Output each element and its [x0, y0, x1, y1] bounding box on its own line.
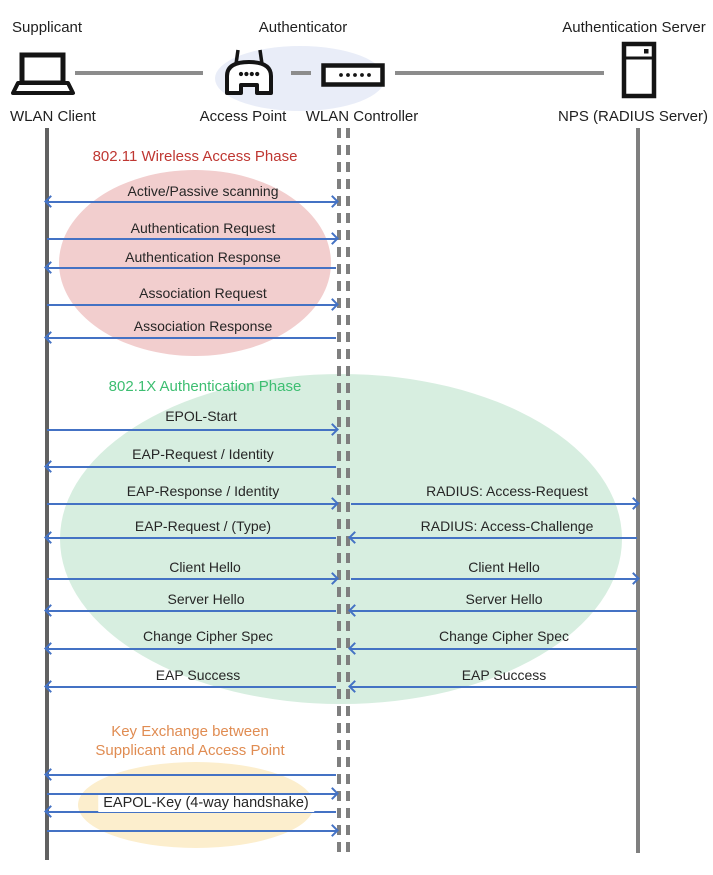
arrow-association-request — [47, 298, 339, 311]
arrow-authentication-response — [44, 261, 336, 274]
arrow-radius-access-challenge — [348, 531, 637, 544]
arrow-eap-success-left — [44, 680, 336, 693]
arrow-change-cipher-spec-left — [44, 642, 336, 655]
arrow-eap-success-right — [348, 680, 637, 693]
arrow-association-response — [44, 331, 336, 344]
label-eap-response-identity: EAP-Response / Identity — [126, 483, 280, 499]
label-eap-success-left: EAP Success — [155, 667, 241, 683]
label-server-hello-left: Server Hello — [167, 591, 245, 607]
phase1-title: 802.11 Wireless Access Phase — [92, 148, 298, 165]
arrow-server-hello-right — [348, 604, 637, 617]
node-wlan-controller: WLAN Controller — [305, 108, 419, 125]
label-client-hello-left: Client Hello — [169, 559, 241, 575]
phase2-ellipse — [60, 374, 622, 704]
link-controller-server — [395, 71, 604, 75]
label-eap-success-right: EAP Success — [461, 667, 547, 683]
arrow-eapol-key-2 — [47, 787, 339, 800]
label-eapol-key: EAPOL-Key (4-way handshake) — [98, 795, 314, 812]
arrow-eap-request-type — [44, 531, 336, 544]
arrow-change-cipher-spec-right — [348, 642, 637, 655]
node-nps-radius-server: NPS (RADIUS Server) — [557, 108, 709, 125]
lifeline-authenticator-2 — [346, 128, 350, 857]
arrow-eap-request-identity — [44, 460, 336, 473]
server-icon — [621, 41, 657, 99]
arrow-authentication-request — [47, 232, 339, 245]
role-authentication-server: Authentication Server — [562, 19, 706, 36]
node-access-point: Access Point — [199, 108, 287, 125]
lifeline-authenticator-1 — [337, 128, 341, 857]
arrow-client-hello-right — [351, 572, 640, 585]
label-active-passive-scanning: Active/Passive scanning — [127, 183, 279, 199]
access-point-icon — [225, 49, 273, 95]
label-epol-start: EPOL-Start — [165, 408, 237, 424]
lifeline-supplicant — [45, 128, 49, 860]
phase3-title-line2: Supplicant and Access Point — [95, 742, 285, 759]
label-eap-request-identity: EAP-Request / Identity — [132, 446, 274, 462]
phase3-title-line1: Key Exchange between — [111, 723, 269, 740]
arrow-radius-access-request — [351, 497, 640, 510]
laptop-icon — [11, 52, 75, 95]
arrow-eapol-key-4 — [47, 824, 339, 837]
role-supplicant: Supplicant — [12, 19, 83, 36]
label-authentication-request: Authentication Request — [130, 220, 276, 236]
arrow-active-passive-scanning — [44, 195, 339, 208]
arrow-eap-response-identity — [47, 497, 339, 510]
label-association-response: Association Response — [133, 318, 273, 334]
label-change-cipher-spec-left: Change Cipher Spec — [143, 628, 273, 644]
node-wlan-client: WLAN Client — [10, 108, 96, 125]
arrow-eapol-key-1 — [44, 768, 336, 781]
label-authentication-response: Authentication Response — [125, 249, 281, 265]
arrow-epol-start — [47, 423, 339, 436]
label-radius-access-request: RADIUS: Access-Request — [426, 483, 588, 499]
arrow-eapol-key-3 — [44, 805, 336, 818]
role-authenticator: Authenticator — [258, 19, 348, 36]
arrow-server-hello-left — [44, 604, 336, 617]
label-server-hello-right: Server Hello — [465, 591, 543, 607]
label-client-hello-right: Client Hello — [468, 559, 540, 575]
wlan-controller-icon — [321, 63, 385, 87]
phase2-title: 802.1X Authentication Phase — [108, 378, 302, 395]
label-radius-access-challenge: RADIUS: Access-Challenge — [420, 518, 594, 534]
label-eap-request-type: EAP-Request / (Type) — [134, 518, 272, 534]
link-ap-controller — [291, 71, 311, 75]
arrow-client-hello-left — [47, 572, 339, 585]
label-change-cipher-spec-right: Change Cipher Spec — [439, 628, 569, 644]
label-association-request: Association Request — [139, 285, 267, 301]
lifeline-auth-server — [636, 128, 640, 853]
link-client-ap — [75, 71, 203, 75]
